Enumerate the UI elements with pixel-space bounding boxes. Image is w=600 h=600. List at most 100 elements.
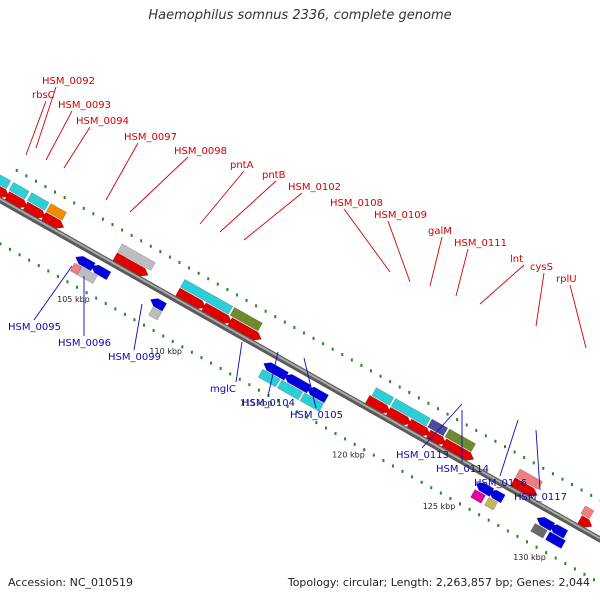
leader-line xyxy=(45,110,73,161)
tick-mark-lower xyxy=(18,253,21,257)
tick-mark-lower xyxy=(123,312,126,316)
leader-line xyxy=(387,220,411,283)
tick-mark-lower xyxy=(458,502,461,506)
tick-mark-upper xyxy=(513,450,516,454)
tick-mark-lower xyxy=(104,301,107,305)
genome-backbone xyxy=(0,196,600,543)
tick-mark-lower xyxy=(449,496,452,500)
tick-mark-upper xyxy=(360,363,363,367)
tick-mark-upper xyxy=(159,250,162,254)
tick-mark-lower xyxy=(181,345,184,349)
tick-mark-upper xyxy=(341,353,344,357)
gene-label-bottom: HSM_0117 xyxy=(514,492,567,503)
scale-label: 105 kbp xyxy=(57,295,90,304)
tick-mark-lower xyxy=(200,356,203,360)
tick-mark-lower xyxy=(363,448,366,452)
gene-arrow-blue xyxy=(263,362,289,381)
tick-mark-upper xyxy=(523,455,526,459)
tick-mark-upper xyxy=(178,260,181,264)
tick-mark-upper xyxy=(140,239,143,243)
tick-mark-upper xyxy=(580,488,583,492)
tick-mark-lower xyxy=(56,274,59,278)
gene-label-top: rbsC xyxy=(32,90,55,101)
tick-mark-upper xyxy=(226,288,229,292)
tick-mark-upper xyxy=(427,401,430,405)
tick-mark-lower xyxy=(133,318,136,322)
tick-mark-lower xyxy=(411,475,414,479)
gene-block-blue xyxy=(545,531,566,549)
tick-mark-upper xyxy=(542,466,545,470)
gene-arrow-blue xyxy=(150,298,168,312)
tick-mark-upper xyxy=(15,168,18,172)
tick-mark-lower xyxy=(277,399,280,403)
gene-label-top: galM xyxy=(428,226,452,237)
accession-text: Accession: NC_010519 xyxy=(8,576,134,589)
gene-arrow-blue xyxy=(284,374,312,394)
leader-line xyxy=(343,208,391,273)
tick-mark-lower xyxy=(28,258,31,262)
gene-block-cyan xyxy=(0,174,12,190)
gene-block-cyan xyxy=(257,368,281,388)
backbone-line xyxy=(0,196,600,543)
leader-line xyxy=(219,180,277,233)
gene-label-bottom: HSM_0113 xyxy=(396,450,449,461)
tick-mark-upper xyxy=(235,293,238,297)
tick-mark-lower xyxy=(37,264,40,268)
tick-mark-lower xyxy=(554,556,557,560)
leader-line xyxy=(25,100,47,156)
leader-line xyxy=(569,284,587,349)
tick-mark-lower xyxy=(564,561,567,565)
tick-mark-lower xyxy=(305,415,308,419)
tick-mark-upper xyxy=(475,428,478,432)
gene-arrow-red xyxy=(406,418,431,437)
tick-mark-lower xyxy=(324,426,327,430)
scale-label: 110 kbp xyxy=(149,347,182,356)
leader-line xyxy=(63,126,91,169)
tick-mark-lower xyxy=(9,247,12,251)
tick-mark-upper xyxy=(446,412,449,416)
gene-block-magenta xyxy=(470,489,486,504)
leader-line xyxy=(535,272,545,327)
tick-mark-upper xyxy=(245,298,248,302)
gene-arrow-red xyxy=(227,317,262,341)
gene-block-cyan xyxy=(371,387,395,406)
leader-line xyxy=(243,192,303,241)
tick-mark-upper xyxy=(216,282,219,286)
tick-mark-lower xyxy=(85,291,88,295)
tick-mark-lower xyxy=(487,518,490,522)
gene-arrow-red xyxy=(425,429,447,445)
tick-mark-lower xyxy=(535,545,538,549)
gene-arrow-blue xyxy=(549,524,569,539)
tick-mark-lower xyxy=(210,361,213,365)
tick-mark-upper xyxy=(494,439,497,443)
gene-label-top: HSM_0094 xyxy=(76,116,129,127)
tick-mark-upper xyxy=(101,217,104,221)
gene-label-top: HSM_0097 xyxy=(124,132,177,143)
gene-block-cyan xyxy=(276,379,304,401)
gene-block-olive xyxy=(229,306,263,332)
tick-mark-lower xyxy=(420,480,423,484)
tick-mark-lower xyxy=(238,377,241,381)
tick-mark-lower xyxy=(382,459,385,463)
gene-block-cyan xyxy=(299,392,325,413)
tick-mark-upper xyxy=(121,228,124,232)
gene-label-top: cysS xyxy=(530,262,553,273)
gene-label-bottom: mglC xyxy=(210,384,236,395)
gene-label-top: HSM_0098 xyxy=(174,146,227,157)
tick-mark-lower xyxy=(391,464,394,468)
tick-mark-upper xyxy=(302,331,305,335)
tick-mark-lower xyxy=(114,307,117,311)
gene-label-top: pntB xyxy=(262,170,286,181)
tick-mark-lower xyxy=(190,350,193,354)
tick-mark-lower xyxy=(344,437,347,441)
leader-line xyxy=(133,303,143,351)
tick-mark-lower xyxy=(439,491,442,495)
tick-mark-upper xyxy=(111,223,114,227)
gene-arrow-red xyxy=(22,201,46,219)
tick-mark-lower xyxy=(401,469,404,473)
tick-mark-upper xyxy=(465,423,468,427)
tick-mark-lower xyxy=(583,572,586,576)
gene-arrow-blue xyxy=(306,386,329,404)
leader-line xyxy=(429,236,443,287)
